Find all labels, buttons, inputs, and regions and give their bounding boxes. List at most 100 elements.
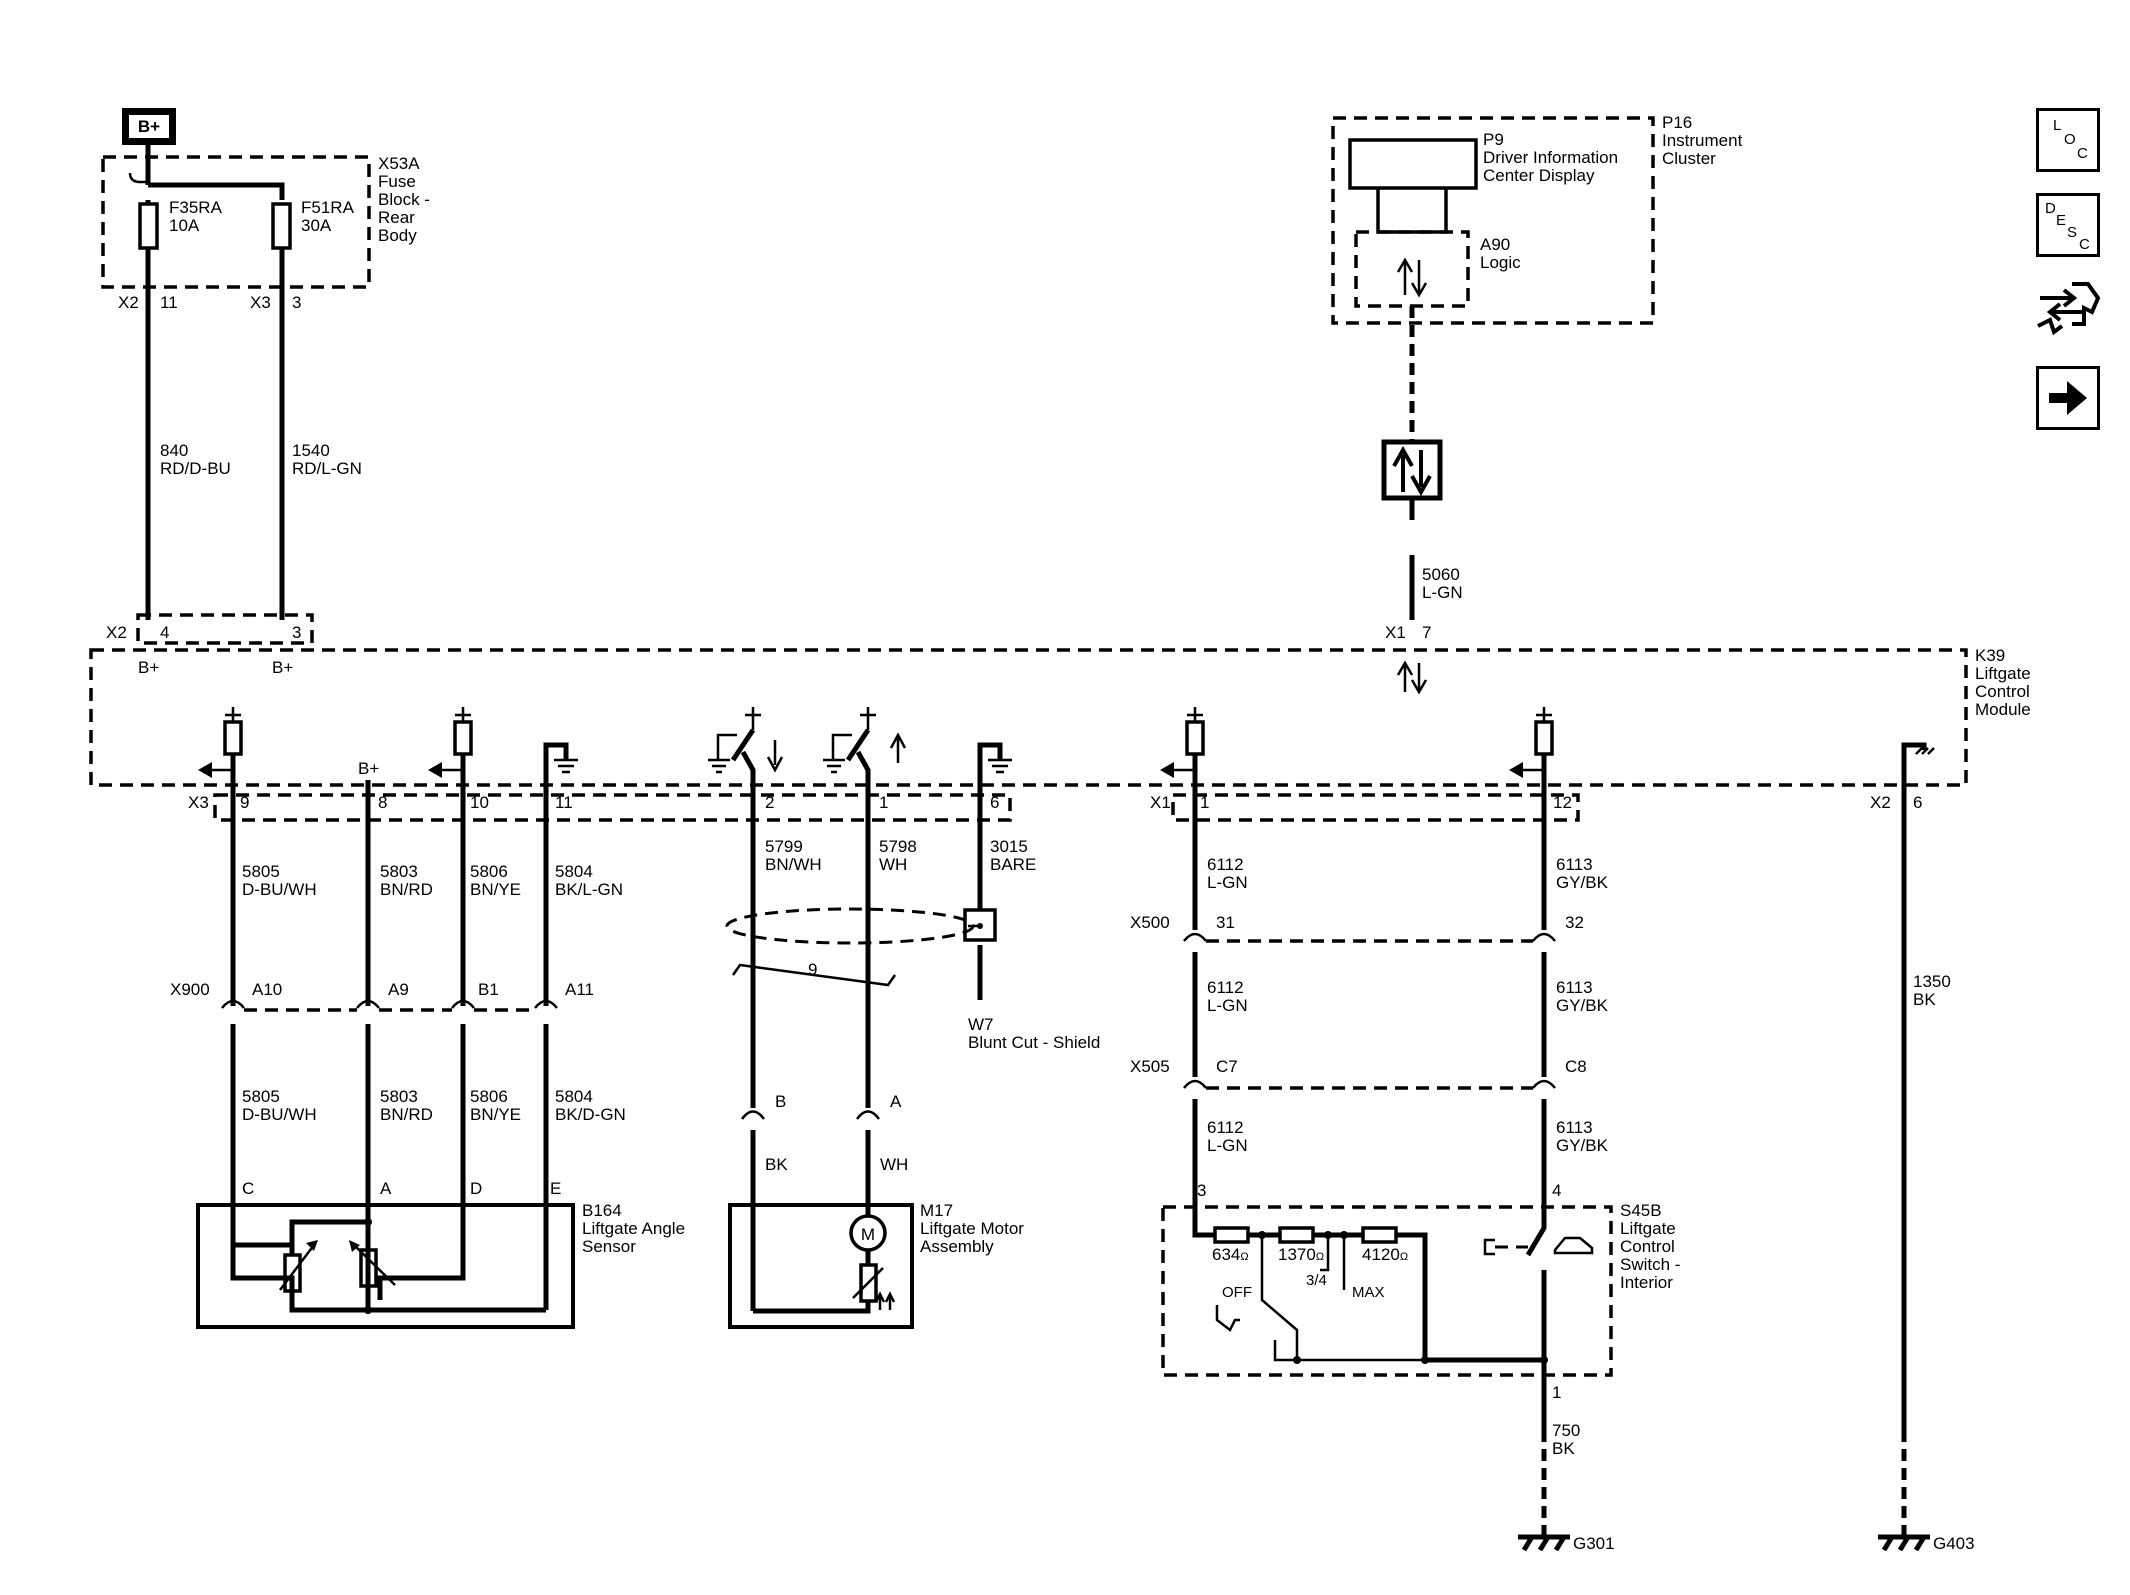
svg-text:BARE: BARE [990, 855, 1036, 874]
svg-text:5805: 5805 [242, 862, 280, 881]
k39-ground-symbols [543, 742, 1935, 780]
x500-connector: X500 31 32 [1130, 913, 1584, 943]
pullup-symbols [198, 707, 1554, 780]
svg-text:1: 1 [1200, 793, 1209, 812]
svg-text:4: 4 [160, 623, 169, 642]
svg-text:32: 32 [1565, 913, 1584, 932]
svg-text:BN/WH: BN/WH [765, 855, 822, 874]
svg-text:WH: WH [880, 1155, 908, 1174]
svg-text:11: 11 [160, 293, 178, 312]
svg-text:X505: X505 [1130, 1057, 1170, 1076]
svg-text:5803: 5803 [380, 862, 418, 881]
resistor-ladder: 634Ω 1370Ω 4120Ω OFF 3/4 MAX [1192, 1212, 1548, 1364]
shielded-cable-symbol: 9 [725, 907, 997, 987]
svg-text:5799: 5799 [765, 837, 803, 856]
svg-text:X500: X500 [1130, 913, 1170, 932]
svg-text:B1: B1 [478, 980, 499, 999]
k39-x2-top-connector [136, 613, 314, 645]
svg-text:X1: X1 [1385, 623, 1406, 642]
svg-text:6113: 6113 [1556, 1118, 1593, 1137]
svg-text:6: 6 [990, 793, 999, 812]
svg-text:BN/RD: BN/RD [380, 880, 433, 899]
svg-text:5804: 5804 [555, 862, 593, 881]
svg-text:MAX: MAX [1352, 1284, 1385, 1301]
svg-text:A: A [380, 1179, 392, 1198]
svg-text:BN/RD: BN/RD [380, 1105, 433, 1124]
svg-text:A10: A10 [252, 980, 282, 999]
svg-text:WH: WH [879, 855, 907, 874]
svg-text:B: B [775, 1092, 786, 1111]
svg-text:BN/YE: BN/YE [470, 880, 521, 899]
svg-text:L-GN: L-GN [1422, 583, 1463, 602]
svg-text:X900: X900 [170, 980, 210, 999]
liftgate-angle-sensor [196, 1203, 575, 1329]
svg-text:6: 6 [1913, 793, 1922, 812]
svg-text:5798: 5798 [879, 837, 917, 856]
svg-text:D-BU/WH: D-BU/WH [242, 1105, 317, 1124]
svg-text:X3: X3 [250, 293, 271, 312]
svg-text:BK: BK [1552, 1439, 1575, 1458]
svg-text:B+: B+ [358, 759, 379, 778]
svg-text:X1: X1 [1150, 793, 1171, 812]
motor-icon: M [753, 1214, 896, 1314]
loc-button[interactable]: L O C [2036, 108, 2100, 172]
svg-text:A: A [890, 1092, 902, 1111]
svg-text:B+: B+ [272, 658, 293, 677]
svg-text:BK/D-GN: BK/D-GN [555, 1105, 626, 1124]
svg-text:5805: 5805 [242, 1087, 280, 1106]
svg-text:9: 9 [240, 793, 249, 812]
svg-text:C: C [242, 1179, 254, 1198]
svg-text:BK: BK [765, 1155, 788, 1174]
svg-text:4: 4 [1552, 1181, 1561, 1200]
svg-text:6113: 6113 [1556, 855, 1593, 874]
desc-button[interactable]: D E S C [2036, 193, 2100, 257]
svg-text:3: 3 [1197, 1181, 1206, 1200]
wire-750-label: 750 [1552, 1421, 1580, 1440]
fuse-f51ra [271, 202, 292, 250]
svg-text:5806: 5806 [470, 1087, 508, 1106]
battery-symbol: B+ [122, 108, 176, 145]
svg-text:B+: B+ [138, 117, 160, 136]
k39-x1-connector [1171, 793, 1580, 822]
instrument-cluster-outline [1331, 116, 1655, 325]
interior-switch-contact [1483, 1212, 1594, 1360]
motor-relay-symbols [708, 707, 907, 780]
svg-text:G403: G403 [1933, 1534, 1975, 1553]
svg-text:3: 3 [292, 623, 301, 642]
svg-text:E: E [550, 1179, 561, 1198]
liftgate-control-switch [1161, 1205, 1613, 1377]
svg-text:2: 2 [765, 793, 774, 812]
svg-text:8: 8 [378, 793, 387, 812]
potentiometer-symbols [230, 1205, 546, 1314]
svg-text:3015: 3015 [990, 837, 1028, 856]
logic-block [1354, 230, 1470, 308]
svg-text:10A: 10A [169, 216, 200, 235]
svg-text:30A: 30A [301, 216, 332, 235]
next-arrow-button[interactable] [2036, 366, 2100, 430]
svg-text:9: 9 [808, 960, 817, 979]
x505-connector: X505 C7 C8 [1130, 1057, 1587, 1090]
svg-text:11: 11 [555, 793, 573, 812]
k39-serial-data-icon [1396, 660, 1428, 695]
connector-diagnostic-icon[interactable] [2032, 276, 2104, 342]
svg-text:X2: X2 [106, 623, 127, 642]
svg-text:L-GN: L-GN [1207, 873, 1248, 892]
fuse-f35ra-label: F35RA [169, 198, 223, 217]
svg-text:1370Ω: 1370Ω [1278, 1245, 1324, 1264]
wire-1350-label: 1350 [1913, 972, 1951, 991]
svg-text:L-GN: L-GN [1207, 1136, 1248, 1155]
fuse-block-outline [101, 155, 371, 289]
svg-text:GY/BK: GY/BK [1556, 873, 1609, 892]
svg-text:6113: 6113 [1556, 978, 1593, 997]
svg-text:A9: A9 [388, 980, 409, 999]
